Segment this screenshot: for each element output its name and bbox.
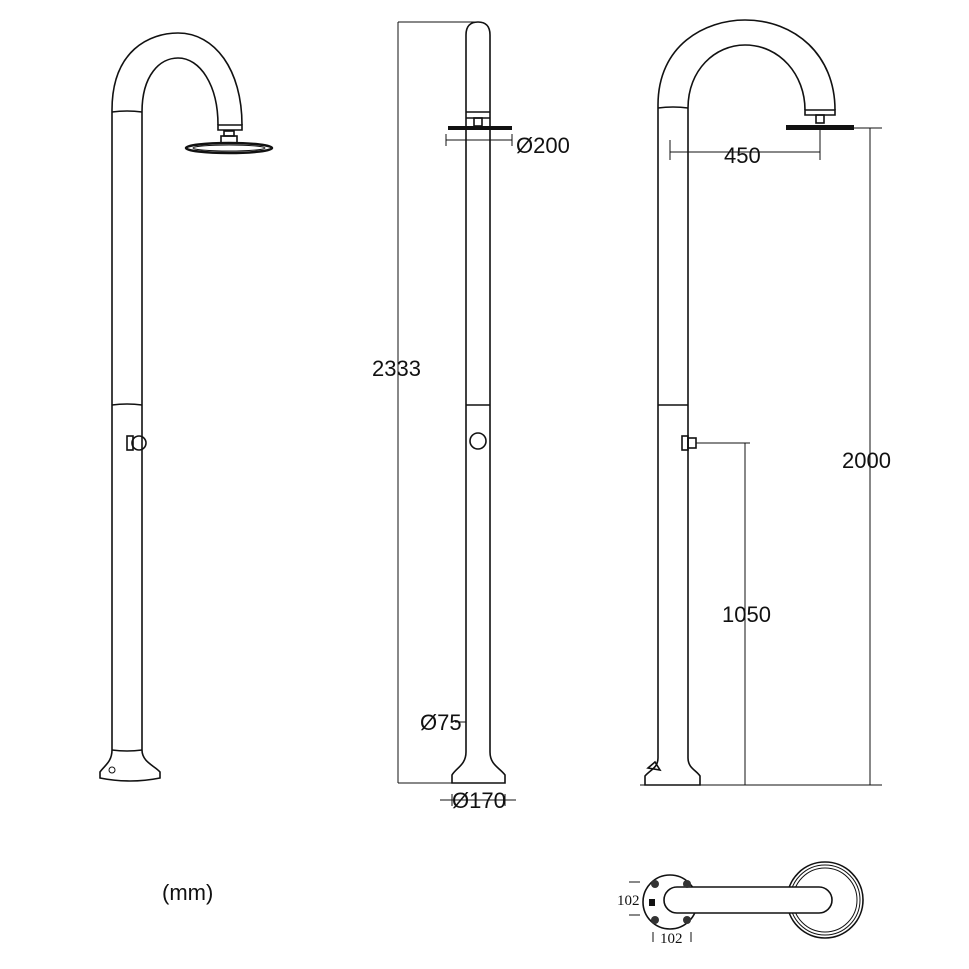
head-diameter-label: Ø200: [516, 133, 570, 158]
head-height-label: 2000: [842, 448, 891, 473]
base-depth-label: 102: [617, 893, 640, 909]
perspective-view: [99, 32, 274, 782]
units-label: (mm): [162, 880, 213, 905]
plan-view: [629, 861, 864, 942]
side-view: [640, 19, 882, 786]
head-reach-label: 450: [724, 143, 761, 168]
base-diameter-label: Ø170: [452, 788, 506, 813]
front-view: [397, 21, 516, 806]
valve-height-label: 1050: [722, 602, 771, 627]
pipe-diameter-label: Ø75: [420, 710, 462, 735]
total-height-label: 2333: [372, 356, 421, 381]
base-width-label: 102: [660, 931, 683, 947]
